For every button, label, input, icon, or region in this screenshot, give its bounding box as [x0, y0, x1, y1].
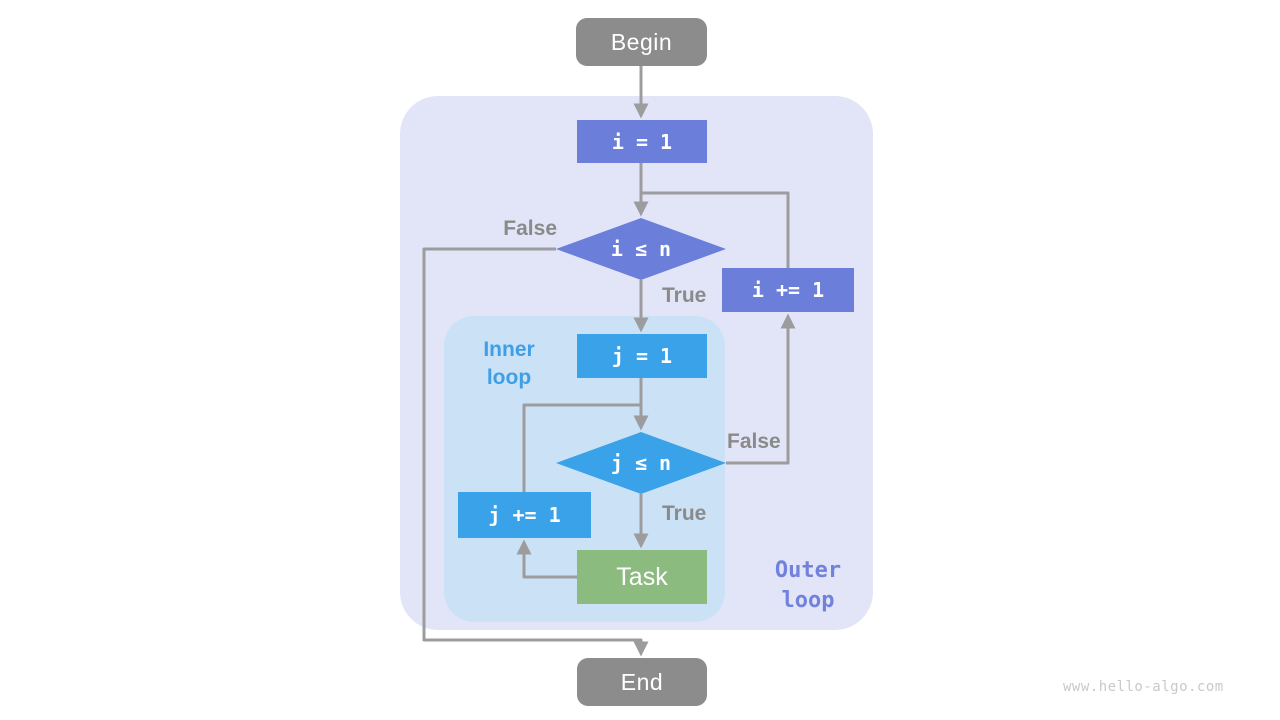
inner-true-label: True — [662, 502, 707, 525]
j-increment-node: j += 1 — [458, 492, 591, 538]
site-watermark: www.hello-algo.com — [1063, 679, 1224, 695]
outer-false-label: False — [503, 217, 557, 240]
task-node: Task — [577, 550, 707, 604]
j-init-node: j = 1 — [577, 334, 707, 378]
i-init-node: i = 1 — [577, 120, 707, 163]
begin-node: Begin — [576, 18, 707, 66]
outer-loop-label: Outer loop — [774, 558, 842, 613]
outer-true-label: True — [662, 284, 707, 307]
end-node: End — [577, 658, 707, 706]
inner-false-label: False — [727, 430, 781, 453]
inner-loop-label: Inner loop — [483, 338, 535, 390]
i-increment-node: i += 1 — [722, 268, 854, 312]
